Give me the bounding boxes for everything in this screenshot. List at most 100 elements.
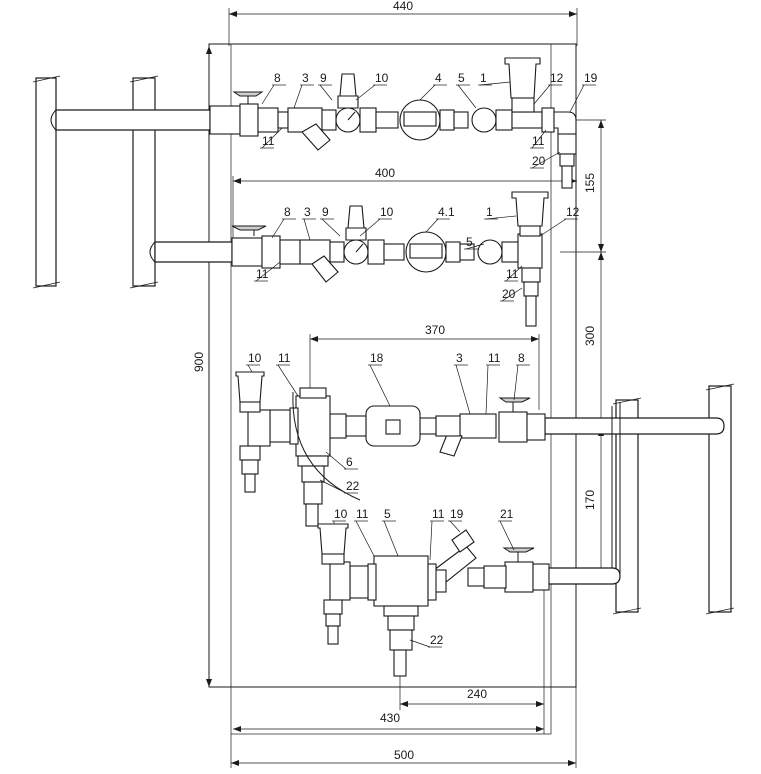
callout-label: 11 [278,351,291,365]
callout-label: 4 [435,71,442,85]
callout-label: 8 [274,71,281,85]
callout-leader [261,127,283,149]
callout-leader [419,84,436,101]
callout-label: 11 [532,134,545,148]
callout-leader [485,364,489,415]
callout-label: 10 [380,205,394,219]
dim-300-label: 300 [583,326,597,346]
row-3-assembly [235,371,725,527]
callout-label: 11 [256,267,269,281]
dim-370-label: 370 [425,323,445,337]
dimension-900: 900 [192,46,212,687]
callout-label: 12 [550,71,564,85]
callout-label: 9 [322,205,329,219]
callout-label: 5 [466,235,473,249]
dim-170-label: 170 [583,490,597,510]
callout-label: 19 [450,507,464,521]
callout-leader [485,215,517,220]
callout-leader [449,520,461,533]
callout-leader [479,81,511,86]
dim-900-label: 900 [192,352,206,372]
dimension-300: 300 [583,252,604,428]
callout-leader [355,84,376,101]
left-riser-pipes [32,75,159,289]
dimension-430: 430 [233,711,544,732]
row-3-callouts: 10 11 18 3 11 8 6 22 [246,351,530,494]
right-riser-pipes [612,383,735,615]
callout-leader [383,520,399,557]
callout-label: 22 [346,479,360,493]
callout-leader [355,520,375,557]
dim-155-label: 155 [583,173,597,193]
dim-240-label: 240 [467,687,487,701]
callout-leader [569,84,585,113]
callout-leader [513,364,519,401]
callout-label: 10 [248,351,262,365]
callout-leader [321,218,341,237]
callout-leader [499,520,515,551]
callout-label: 8 [518,351,525,365]
dimension-500: 500 [230,687,577,768]
callout-leader [293,84,303,109]
callout-label: 5 [384,507,391,521]
callout-label: 9 [320,71,327,85]
callout-leader [533,84,551,105]
row-1-assembly [50,57,577,189]
callout-label: 11 [262,134,275,148]
callout-label: 12 [566,205,580,219]
callout-leader [457,84,477,109]
row-2-assembly [149,191,549,327]
callout-label: 20 [502,287,516,301]
dimension-170: 170 [583,428,604,578]
callout-leader [531,151,561,169]
row-4-assembly [317,402,621,677]
callout-leader [505,265,523,282]
inner-frame [230,43,552,735]
callout-leader [319,84,333,101]
callout-leader [261,84,275,105]
callout-label: 3 [456,351,463,365]
dim-400-label: 400 [375,166,395,180]
callout-label: 18 [370,351,384,365]
callout-label: 11 [488,351,501,365]
callout-leader [359,218,381,237]
dimension-370: 370 [309,323,540,410]
callout-leader [277,364,299,397]
callout-leader [429,520,433,561]
callout-leader [425,218,439,233]
callout-label: 1 [480,71,487,85]
callout-label: 20 [532,154,546,168]
callout-leader [369,364,391,407]
dimension-155: 155 [560,119,606,253]
callout-label: 5 [458,71,465,85]
callout-label: 19 [584,71,598,85]
callout-label: 3 [302,71,309,85]
callout-label: 10 [334,507,348,521]
dimension-400: 400 [232,166,577,255]
callout-leader [271,218,285,239]
callout-leader [539,218,567,237]
callout-leader [501,287,523,302]
callout-leader [455,364,471,415]
callout-label: 11 [506,267,519,281]
callout-label: 3 [304,205,311,219]
callout-label: 10 [375,71,389,85]
dimension-440: 440 [228,0,578,46]
callout-label: 11 [432,507,445,521]
callout-label: 4.1 [438,205,455,219]
dim-500-label: 500 [394,748,414,762]
callout-label: 8 [284,205,291,219]
dim-440-label: 440 [393,0,413,13]
callout-label: 6 [346,455,353,469]
callout-label: 21 [500,507,514,521]
callout-leader [465,243,485,250]
callout-leader [325,451,347,470]
callout-leader [255,261,281,282]
callout-leader [303,218,311,241]
callout-label: 1 [486,205,493,219]
